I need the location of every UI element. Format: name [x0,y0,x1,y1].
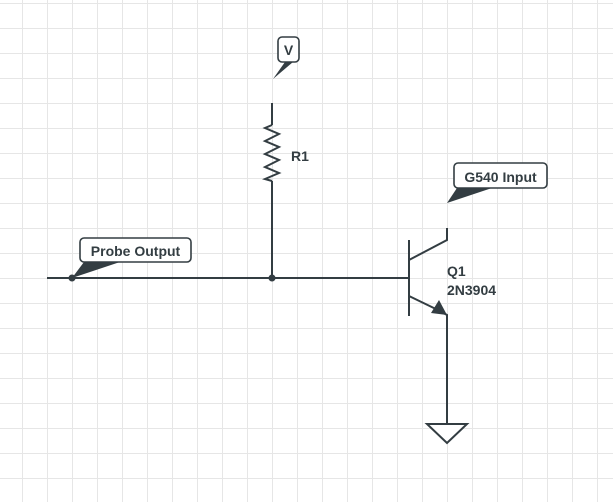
g540-input-callout[interactable]: G540 Input [447,162,548,203]
probe-callout-tail [72,262,120,278]
transistor-part-number: 2N3904 [447,282,496,298]
transistor-collector [408,228,448,261]
probe-output-callout[interactable]: Probe Output [72,237,192,278]
probe-output-label: Probe Output [91,243,181,259]
resistor-designator: R1 [291,148,309,164]
emitter-to-ground-wire[interactable] [439,310,448,424]
probe-callout-box [79,237,192,263]
g540-callout-box [453,162,548,189]
transistor-q1[interactable]: Q1 2N3904 [408,228,496,316]
g540-callout-tail [447,188,492,203]
resistor-r1-zigzag[interactable] [262,124,282,182]
supply-label: V [284,42,294,58]
supply-callout-tail [273,62,293,79]
emitter-arrow-icon [431,300,447,315]
supply-callout[interactable]: V [273,36,300,79]
transistor-designator: Q1 [447,263,466,279]
ground-icon[interactable] [424,423,470,445]
g540-input-label: G540 Input [464,169,537,185]
supply-callout-box [277,36,300,63]
